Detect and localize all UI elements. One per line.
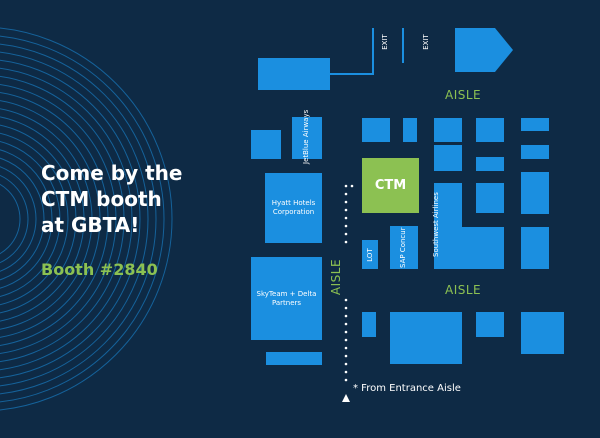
booth-bottom-3 bbox=[476, 312, 504, 337]
walking-path-dots bbox=[342, 184, 354, 402]
booth-lot bbox=[362, 240, 378, 269]
booth-southwest bbox=[434, 183, 504, 269]
booth-grid-7 bbox=[476, 157, 504, 171]
booth-ctm: CTM bbox=[362, 158, 419, 213]
booth-hyatt: Hyatt Hotels Corporation bbox=[265, 173, 322, 243]
headline-line-1: Come by the bbox=[41, 161, 183, 185]
booth-sap bbox=[390, 226, 418, 269]
booth-grid-2 bbox=[403, 118, 417, 142]
aisle-label-top: AISLE bbox=[445, 88, 482, 102]
booth-grid-3 bbox=[434, 118, 462, 142]
booth-bottom-1 bbox=[362, 312, 376, 337]
booth-number: Booth #2840 bbox=[41, 260, 158, 279]
footnote: * From Entrance Aisle bbox=[353, 383, 461, 394]
booth-label-lot: LOT bbox=[366, 248, 374, 262]
booth-arrow-shape bbox=[455, 28, 513, 72]
booth-jetblue bbox=[292, 117, 322, 159]
booth-bottom-2 bbox=[390, 312, 462, 364]
booth-grid-9 bbox=[476, 183, 504, 213]
wall-line-exit-2 bbox=[402, 28, 404, 63]
headline-line-3: at GBTA! bbox=[41, 213, 140, 237]
booth-grid-11 bbox=[521, 227, 549, 269]
exit-label-2: EXIT bbox=[421, 34, 430, 50]
booth-label-southwest: Southwest Airlines bbox=[432, 192, 440, 257]
wall-line-exit-1 bbox=[372, 28, 374, 75]
booth-grid-1 bbox=[362, 118, 390, 142]
booth-grid-5 bbox=[521, 118, 549, 131]
headline: Come by the CTM booth at GBTA! bbox=[41, 160, 182, 238]
booth-bottom-4 bbox=[521, 312, 564, 354]
exit-label-1: EXIT bbox=[380, 34, 389, 50]
booth-grid-10 bbox=[521, 172, 549, 214]
booth-small-left bbox=[251, 130, 281, 159]
headline-line-2: CTM booth bbox=[41, 187, 162, 211]
concentric-rings-graphic bbox=[0, 27, 173, 411]
booth-label-jetblue: JetBlue Airways bbox=[302, 109, 310, 164]
aisle-label-right: AISLE bbox=[445, 283, 482, 297]
booth-label-skyteam: SkyTeam + Delta Partners bbox=[256, 289, 317, 307]
booth-grid-6 bbox=[434, 145, 462, 171]
booth-bottom-left bbox=[266, 352, 322, 365]
aisle-label-vertical: AISLE bbox=[329, 258, 344, 296]
booth-label-sap: SAP Concur bbox=[399, 227, 407, 268]
booth-top-left bbox=[258, 58, 330, 90]
booth-skyteam: SkyTeam + Delta Partners bbox=[251, 257, 322, 340]
booth-grid-8 bbox=[521, 145, 549, 159]
booth-grid-4 bbox=[476, 118, 504, 142]
booth-label-hyatt: Hyatt Hotels Corporation bbox=[271, 199, 316, 216]
wall-line-horizontal bbox=[330, 73, 372, 75]
